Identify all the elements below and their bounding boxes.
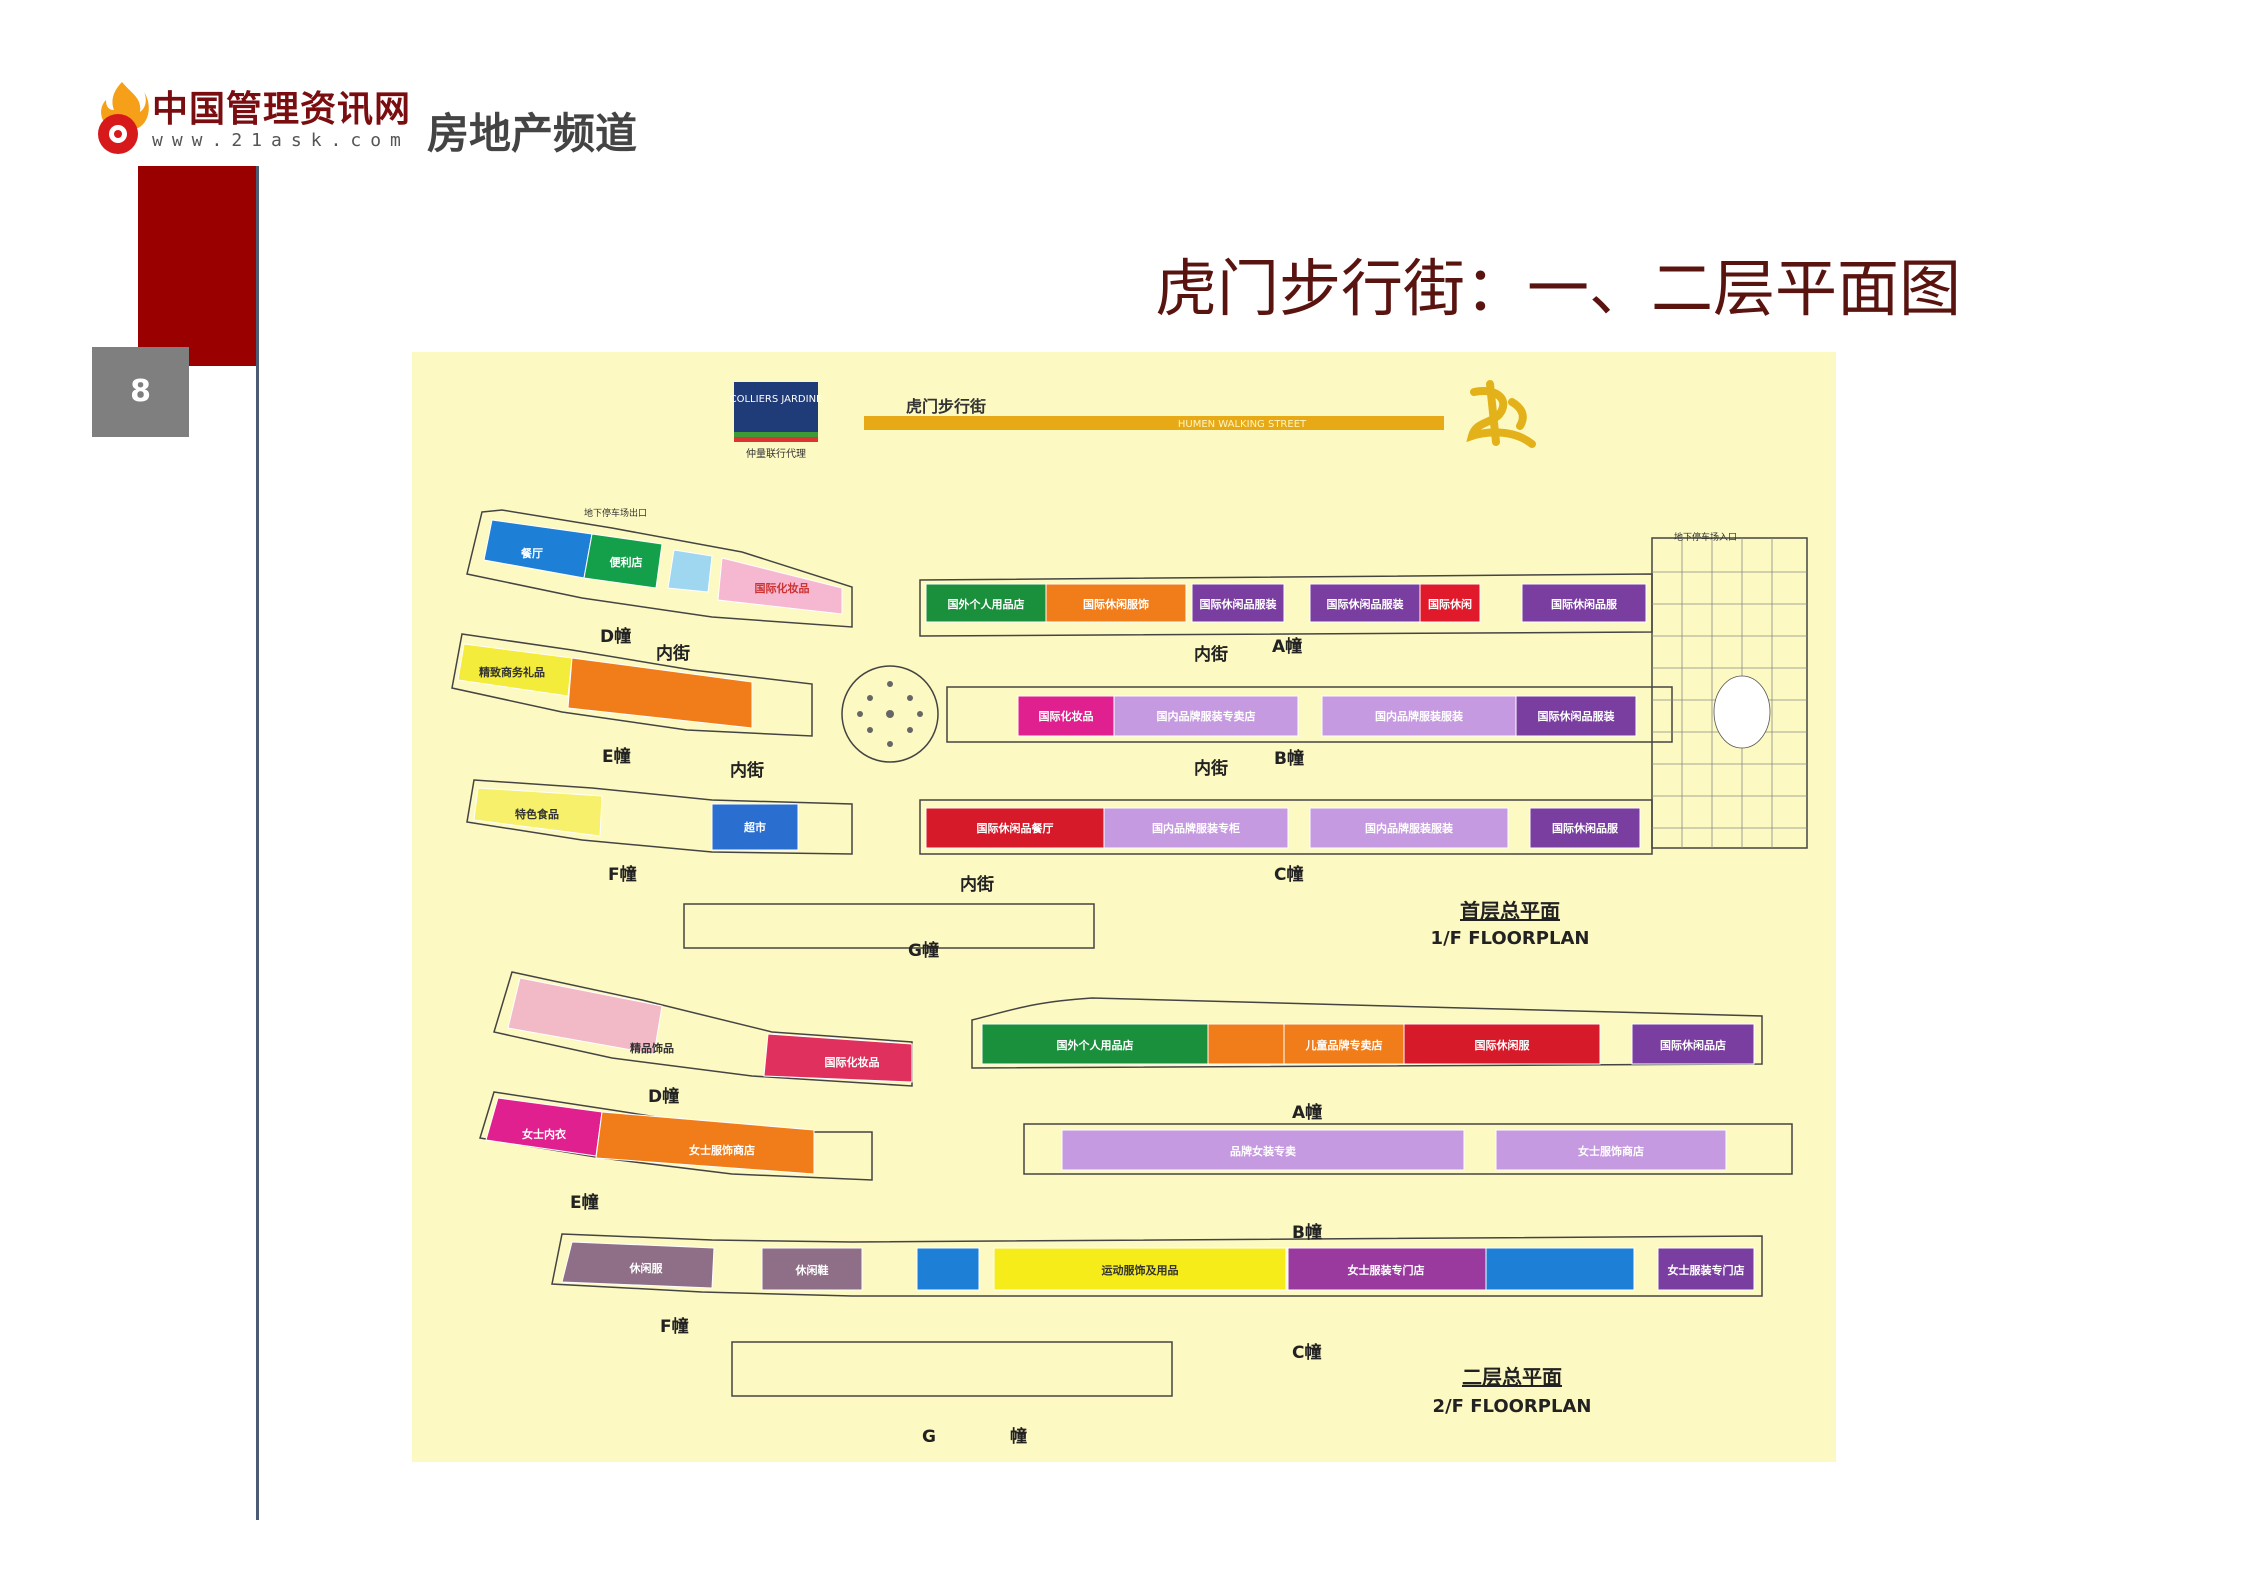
l1-caption-cn: 首层总平面	[1460, 899, 1560, 923]
colliers-logo-text: COLLIERS JARDINE	[730, 394, 823, 405]
l1-shop-b1: 国际化妆品	[1039, 709, 1094, 723]
colliers-jardine-logo: COLLIERS JARDINE 仲量联行代理	[730, 382, 823, 460]
l1-block-a: A幢	[1272, 636, 1302, 657]
l2-shop-d1: 精品饰品	[630, 1041, 674, 1055]
banner-subtitle: HUMEN WALKING STREET	[1178, 419, 1307, 430]
l1-entrance-left: 地下停车场出口	[584, 507, 647, 519]
l1-shop-c2: 国内品牌服装专柜	[1152, 821, 1240, 835]
l1-caption-en: 1/F FLOORPLAN	[1431, 928, 1590, 949]
l2-block-g-suffix: 幢	[1010, 1426, 1027, 1447]
colliers-logo-chinese: 仲量联行代理	[746, 447, 806, 460]
l2-shop-c1: 运动服饰及用品	[1102, 1263, 1179, 1277]
l2-shop-a1: 国外个人用品店	[1057, 1038, 1134, 1052]
slide-title: 虎门步行街：一、二层平面图	[1155, 252, 1962, 325]
l1-shop-f1: 特色食品	[515, 807, 559, 821]
banner-title: 虎门步行街	[906, 397, 986, 416]
plaza-grid	[1652, 538, 1807, 848]
l1-shop-b2: 国内品牌服装专卖店	[1157, 709, 1256, 723]
red-accent-block	[138, 166, 258, 366]
l1-shop-a3: 国际休闲品服装	[1200, 597, 1277, 611]
l2-shop-e1: 女士内衣	[522, 1127, 567, 1141]
l1-block-e: E幢	[602, 746, 631, 767]
l1-corridor-3: 内街	[1194, 644, 1228, 665]
l2-shop-f2: 休闲鞋	[795, 1263, 829, 1277]
l2-shop-e2: 女士服饰商店	[689, 1143, 755, 1157]
level-2-shops	[485, 977, 1755, 1291]
l1-block-f: F幢	[608, 864, 637, 885]
l1-shop-c3: 国内品牌服装服装	[1365, 821, 1453, 835]
l1-entrance-right: 地下停车场入口	[1674, 531, 1737, 543]
l1-shop-d2: 便利店	[610, 555, 643, 569]
l2-shop-a4: 国际休闲品店	[1660, 1038, 1726, 1052]
l1-block-c: C幢	[1274, 864, 1303, 885]
l2-shop-c2: 女士服装专门店	[1348, 1263, 1425, 1277]
page-number: 8	[92, 347, 189, 437]
l2-shop-c3: 女士服装专门店	[1668, 1263, 1745, 1277]
l2-shop-f1: 休闲服	[629, 1261, 664, 1275]
l1-shop-a4: 国际休闲品服装	[1327, 597, 1404, 611]
l1-corridor-2: 内街	[730, 760, 764, 781]
vertical-divider	[256, 166, 259, 1520]
l1-corridor-5: 内街	[960, 874, 994, 895]
l1-block-b: B幢	[1274, 748, 1304, 769]
l1-shop-d1: 餐厅	[520, 546, 543, 560]
floor-plan-drawing: COLLIERS JARDINE 仲量联行代理 虎门步行街 HUMEN WALK…	[451, 380, 1808, 1447]
channel-name: 房地产频道	[427, 109, 638, 158]
l1-shop-b4: 国际休闲品服装	[1538, 709, 1615, 723]
l2-block-g: G	[922, 1427, 936, 1447]
logo-name: 中国管理资讯网	[152, 89, 412, 130]
floor-plan-image: COLLIERS JARDINE 仲量联行代理 虎门步行街 HUMEN WALK…	[412, 352, 1836, 1462]
l2-shop-a3: 国际休闲服	[1475, 1038, 1531, 1052]
l2-shop-a2: 儿童品牌专卖店	[1305, 1038, 1383, 1052]
l1-shop-a6: 国际休闲品服	[1551, 597, 1618, 611]
l1-shop-a2: 国际休闲服饰	[1083, 597, 1149, 611]
l2-block-f: F幢	[660, 1316, 689, 1337]
l2-caption-en: 2/F FLOORPLAN	[1433, 1396, 1592, 1417]
l2-block-a: A幢	[1292, 1102, 1322, 1123]
l1-shop-a1: 国外个人用品店	[948, 597, 1025, 611]
l2-shop-b2: 女士服饰商店	[1578, 1144, 1644, 1158]
l1-shop-c4: 国际休闲品服	[1552, 821, 1619, 835]
l1-shop-e1: 精致商务礼品	[479, 665, 545, 679]
round-plaza-pattern	[857, 681, 923, 747]
l1-shop-b3: 国内品牌服装服装	[1375, 709, 1463, 723]
l1-block-d: D幢	[600, 626, 631, 647]
l1-corridor-1: 内街	[656, 643, 690, 664]
l2-block-b: B幢	[1292, 1222, 1322, 1243]
l2-shop-b1: 品牌女装专卖	[1230, 1144, 1296, 1158]
l1-shop-a5: 国际休闲	[1428, 597, 1472, 611]
level-1-plan	[451, 509, 1808, 949]
title-banner: 虎门步行街 HUMEN WALKING STREET	[864, 397, 1444, 430]
l1-shop-c1: 国际休闲品餐厅	[977, 821, 1054, 835]
l2-caption-cn: 二层总平面	[1462, 1365, 1562, 1389]
site-logo[interactable]: 中国管理资讯网 www.21ask.com 房地产频道	[92, 78, 692, 168]
level-1-shops	[457, 519, 1647, 851]
l1-block-g: G幢	[908, 940, 939, 961]
l2-block-c: C幢	[1292, 1342, 1321, 1363]
l1-shop-f2: 超市	[743, 820, 766, 834]
level-2-plan	[479, 971, 1793, 1397]
l1-corridor-4: 内街	[1194, 758, 1228, 779]
logo-url: www.21ask.com	[152, 130, 410, 151]
l2-block-d: D幢	[648, 1086, 679, 1107]
l2-shop-d2: 国际化妆品	[825, 1055, 880, 1069]
l1-shop-d3: 国际化妆品	[755, 581, 810, 595]
l2-block-e: E幢	[570, 1192, 599, 1213]
calligraphy-logo-icon	[1466, 380, 1536, 448]
flame-logo-icon	[98, 82, 149, 154]
